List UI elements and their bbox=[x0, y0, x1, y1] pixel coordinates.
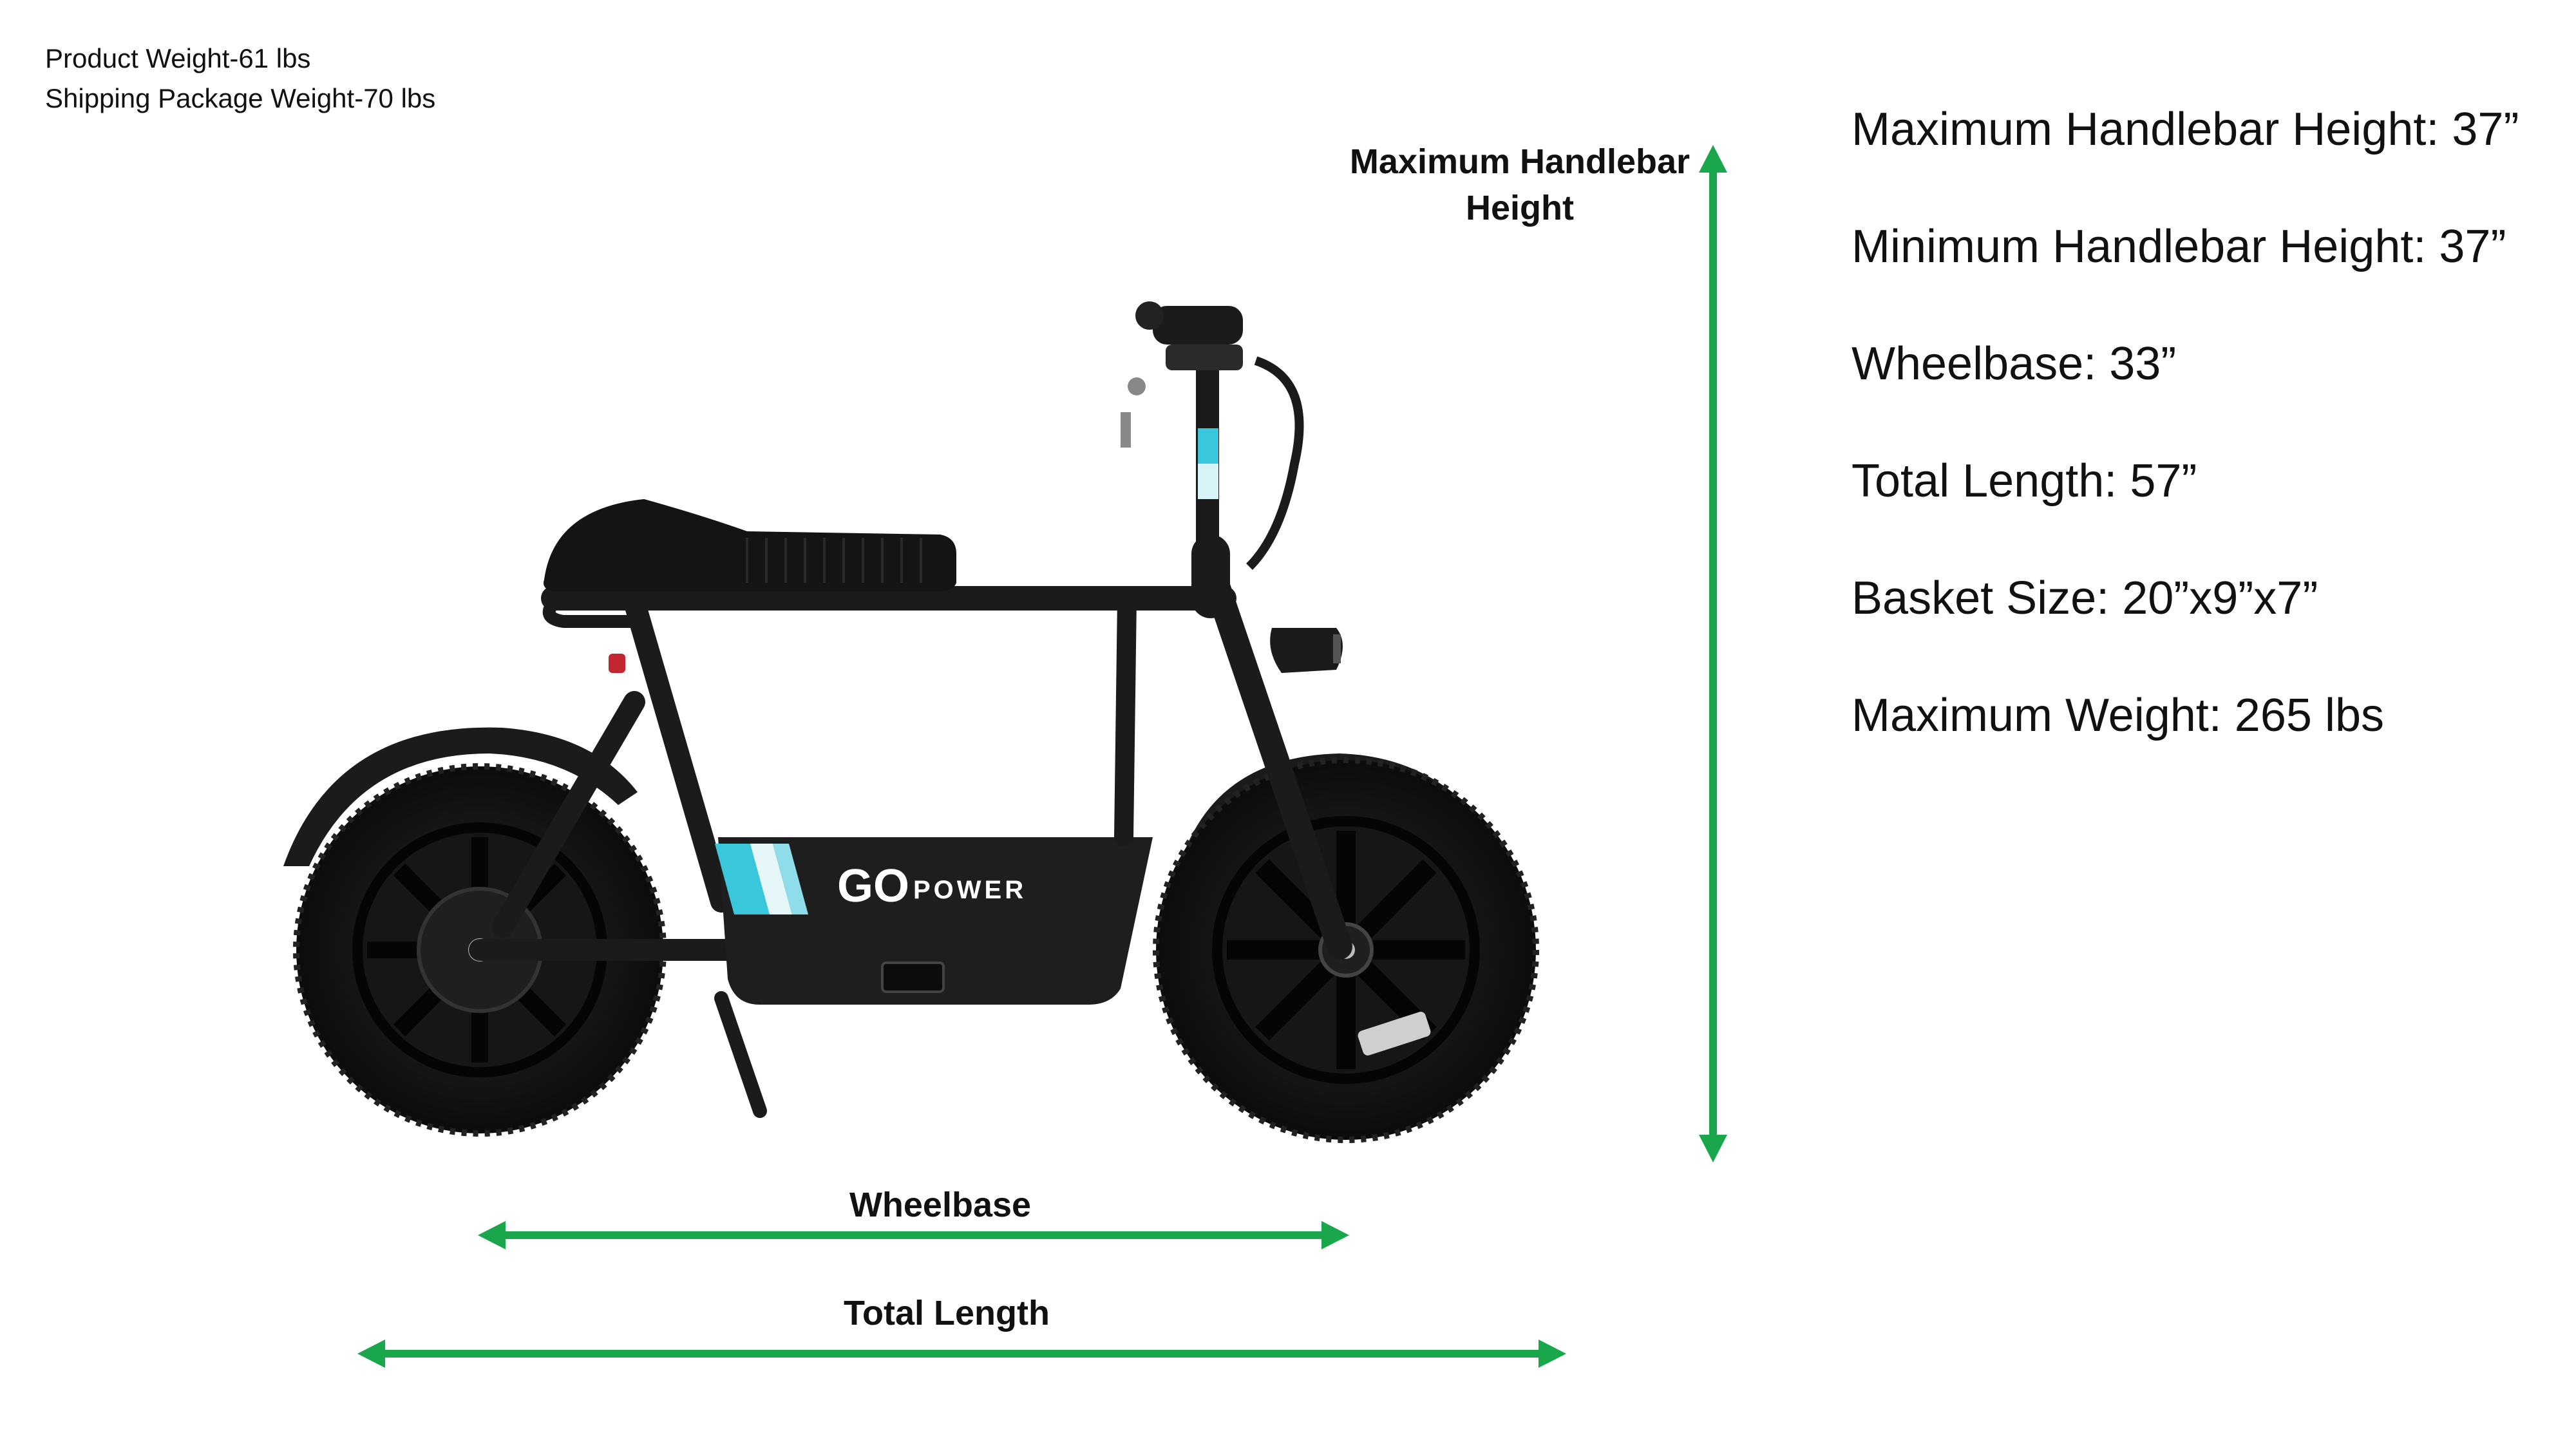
headlight bbox=[1270, 628, 1343, 673]
spec-basket-size: Basket Size: 20”x9”x7” bbox=[1852, 573, 2318, 624]
wheelbase-arrow bbox=[478, 1221, 1349, 1249]
scooter-illustration: GO POWER bbox=[283, 301, 1539, 1143]
height-arrow bbox=[1699, 145, 1727, 1162]
spec-max-weight: Maximum Weight: 265 lbs bbox=[1852, 690, 2384, 741]
weight-info: Product Weight-61 lbs Shipping Package W… bbox=[45, 39, 435, 118]
product-weight-text: Product Weight-61 lbs bbox=[45, 43, 311, 73]
wheelbase-label: Wheelbase bbox=[849, 1186, 1032, 1224]
handlebar bbox=[1121, 301, 1304, 570]
seat bbox=[544, 499, 956, 591]
logo-go: GO bbox=[837, 860, 909, 912]
spec-total-length: Total Length: 57” bbox=[1852, 455, 2197, 507]
spec-wheelbase: Wheelbase: 33” bbox=[1852, 338, 2177, 390]
total-length-arrow bbox=[357, 1340, 1566, 1368]
spec-max-handlebar-height: Maximum Handlebar Height: 37” bbox=[1852, 104, 2519, 155]
shipping-weight-text: Shipping Package Weight-70 lbs bbox=[45, 83, 436, 113]
total-length-label: Total Length bbox=[844, 1294, 1050, 1332]
spec-list: Maximum Handlebar Height: 37” Minimum Ha… bbox=[1852, 103, 2519, 806]
battery-body: GO POWER bbox=[715, 837, 1153, 1005]
handlebar-height-label: Maximum Handlebar Height bbox=[1349, 142, 1690, 227]
logo-power: POWER bbox=[913, 876, 1027, 904]
spec-min-handlebar-height: Minimum Handlebar Height: 37” bbox=[1852, 221, 2506, 272]
